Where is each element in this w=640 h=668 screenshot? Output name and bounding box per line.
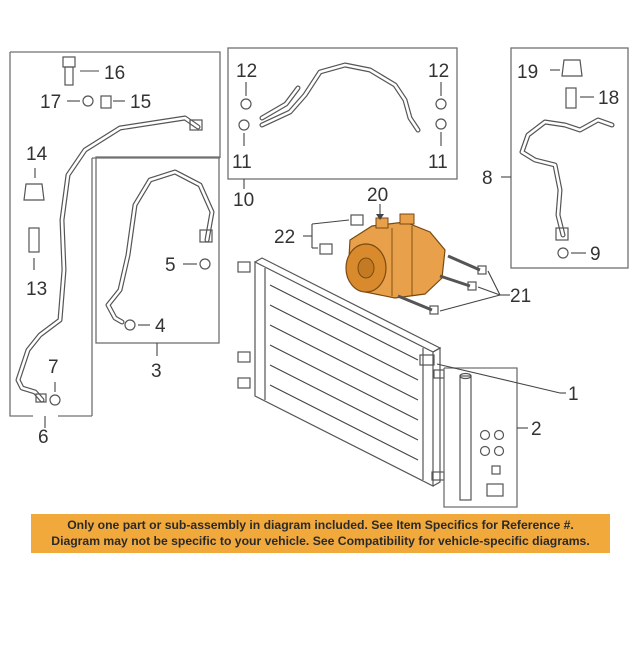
condenser-1 — [237, 257, 445, 487]
bushings-22 — [303, 214, 364, 255]
panel-receiver-2 — [436, 363, 566, 508]
callout-2: 2 — [531, 419, 542, 440]
valve-core-13 — [28, 227, 40, 270]
disclaimer-line-2: Diagram may not be specific to your vehi… — [51, 534, 590, 548]
callout-6: 6 — [38, 427, 49, 448]
panel-pipe-10 — [227, 47, 458, 189]
pipe-10 — [259, 62, 421, 133]
callout-1: 1 — [568, 384, 579, 405]
disclaimer-banner: Only one part or sub-assembly in diagram… — [31, 514, 610, 553]
valve-15 — [100, 95, 125, 109]
oring-7 — [49, 382, 61, 406]
pressure-sensor-16 — [62, 56, 99, 86]
callout-3: 3 — [151, 361, 162, 382]
panel-hose-6 — [9, 51, 221, 428]
disclaimer-line-1: Only one part or sub-assembly in diagram… — [67, 518, 574, 532]
callout-19: 19 — [517, 62, 538, 83]
hose-8 — [519, 117, 615, 241]
callout-12a: 12 — [236, 61, 257, 82]
callout-16: 16 — [104, 63, 125, 84]
callout-21: 21 — [510, 286, 531, 307]
callout-18: 18 — [598, 88, 619, 109]
callout-7: 7 — [48, 357, 59, 378]
receiver-drier-2 — [459, 372, 505, 501]
cap-14 — [23, 168, 45, 201]
oring-12b — [435, 82, 447, 110]
cap-19 — [550, 59, 583, 77]
callout-5: 5 — [165, 255, 176, 276]
oring-11b — [435, 118, 447, 146]
panel-hose-3 — [95, 156, 220, 356]
oring-4 — [124, 319, 150, 331]
oring-12a — [240, 82, 252, 110]
callout-13: 13 — [26, 279, 47, 300]
oring-17 — [67, 95, 94, 107]
compressor-20 — [345, 204, 446, 299]
callout-11a: 11 — [232, 152, 252, 173]
callout-11b: 11 — [428, 152, 448, 173]
callout-14: 14 — [26, 144, 48, 165]
callout-15: 15 — [130, 92, 151, 113]
discharge-hose-6 — [15, 115, 203, 403]
callout-10: 10 — [233, 190, 254, 211]
callout-20: 20 — [367, 185, 388, 206]
callout-17: 17 — [40, 92, 61, 113]
callout-9: 9 — [590, 244, 601, 265]
suction-hose-3 — [105, 169, 215, 325]
bolts-21 — [397, 254, 510, 315]
panel-hose-8 — [501, 47, 629, 269]
valve-18 — [565, 87, 594, 109]
oring-5 — [183, 258, 211, 270]
callout-4: 4 — [155, 316, 166, 337]
callout-22: 22 — [274, 227, 295, 248]
callout-8: 8 — [482, 168, 493, 189]
oring-9 — [557, 247, 586, 259]
oring-11a — [238, 119, 250, 146]
callout-12b: 12 — [428, 61, 449, 82]
